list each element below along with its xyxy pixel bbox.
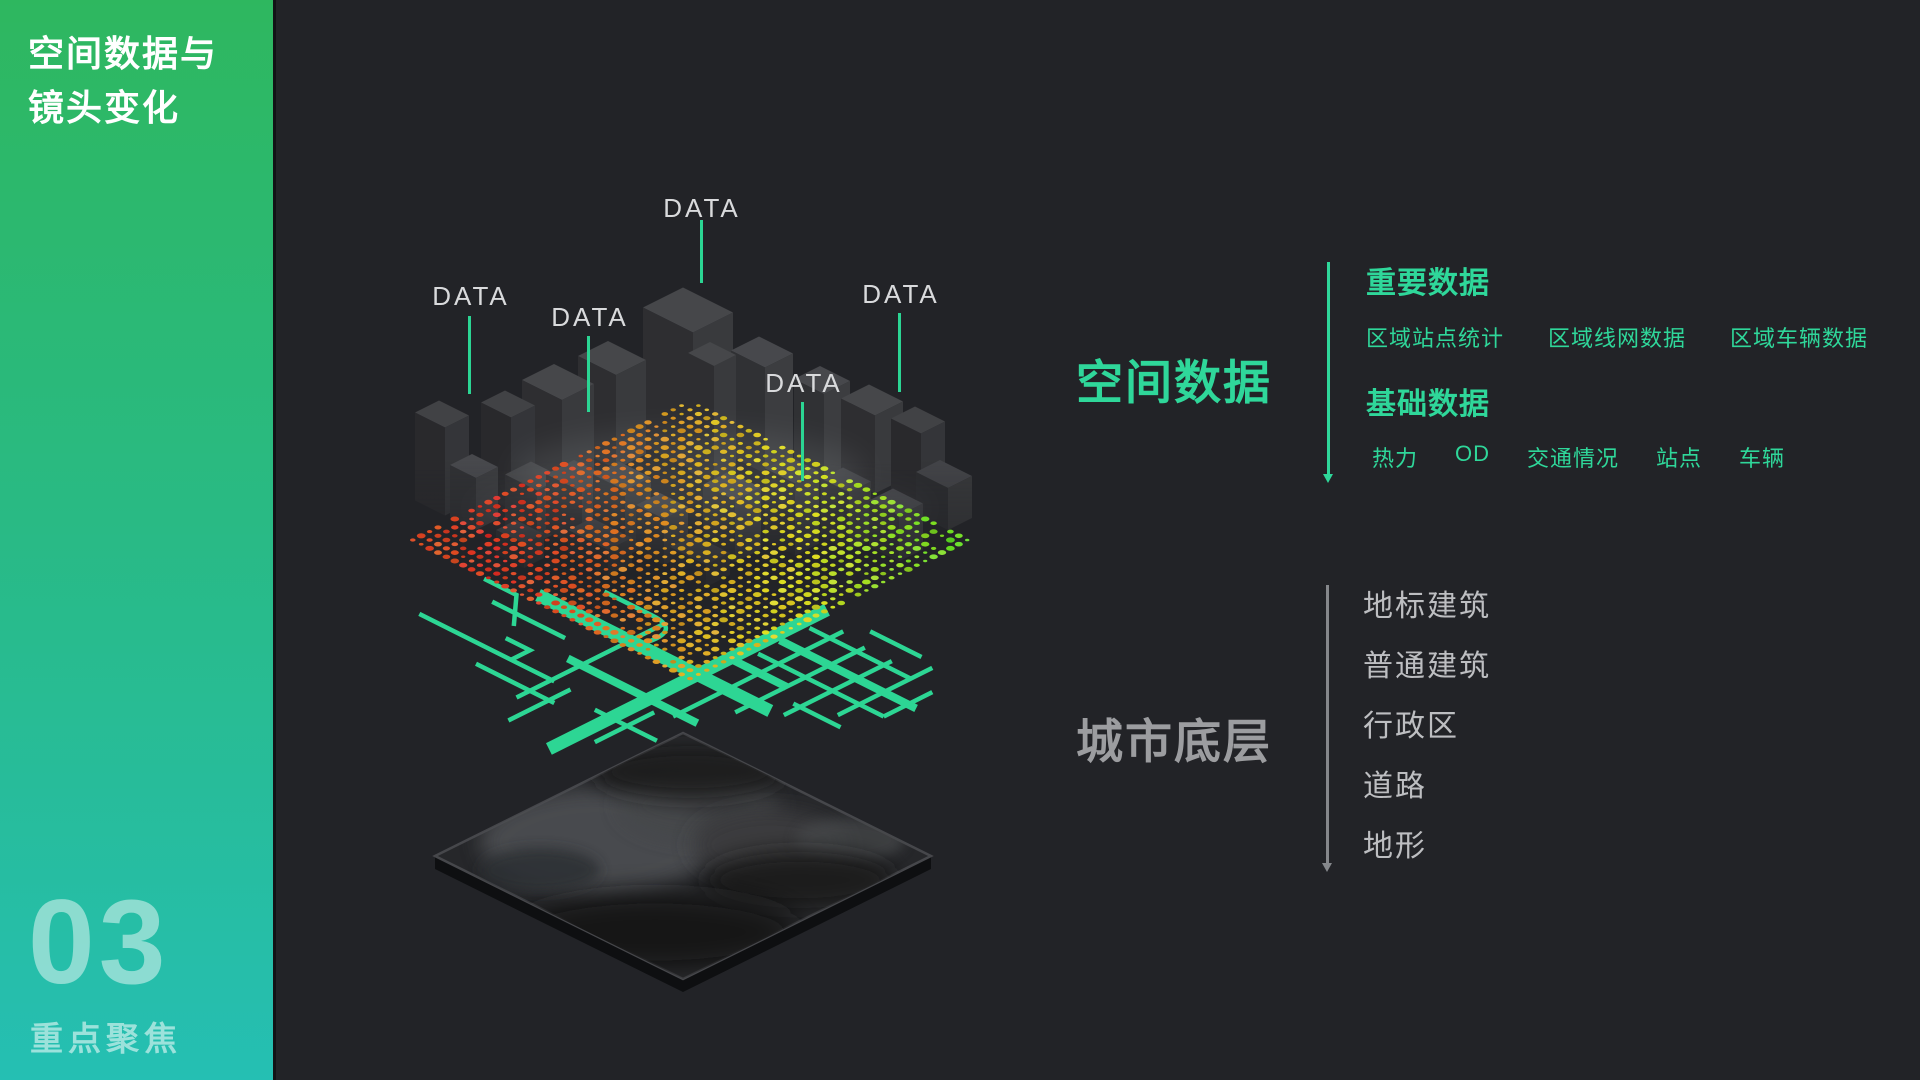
data-callout-label: DATA (862, 279, 940, 309)
city-base-item: 普通建筑 (1363, 650, 1491, 683)
section-number: 03 (28, 875, 170, 1009)
basic-item: 站点 (1656, 446, 1703, 471)
city-base-item: 道路 (1363, 770, 1427, 803)
heatmap-dots-layer (410, 404, 970, 681)
terrain-layer (432, 731, 934, 992)
slide-title-line2: 镜头变化 (28, 87, 181, 128)
data-callout-line (468, 316, 471, 394)
data-callout-line (898, 313, 901, 392)
basic-data-title: 基础数据 (1366, 388, 1490, 421)
basic-item: 车辆 (1739, 446, 1786, 471)
important-item: 区域线网数据 (1548, 326, 1687, 351)
city-base-arrow (1322, 585, 1332, 872)
slide-title: 空间数据与 镜头变化 (28, 27, 218, 135)
important-data-items: 区域站点统计 区域线网数据 区域车辆数据 (1366, 321, 1868, 353)
data-callout-label: DATA (765, 368, 843, 398)
data-callout-line (587, 336, 590, 412)
basic-item: 交通情况 (1527, 446, 1620, 471)
basic-item: 热力 (1372, 446, 1419, 471)
city-base-item: 地形 (1363, 830, 1427, 863)
city-base-heading: 城市底层 (1076, 715, 1272, 768)
data-callout-line (801, 402, 804, 481)
slide-title-line1: 空间数据与 (28, 33, 219, 74)
sidebar-divider (273, 0, 276, 1080)
important-item: 区域站点统计 (1366, 326, 1505, 351)
city-base-item: 行政区 (1363, 710, 1459, 743)
data-callout-label: DATA (432, 281, 510, 311)
basic-data-items: 热力 OD 交通情况 站点 车辆 (1372, 441, 1785, 473)
data-callout-label: DATA (551, 302, 629, 332)
important-data-title: 重要数据 (1366, 267, 1490, 300)
city-base-items: 地标建筑 普通建筑 行政区 道路 地形 (1363, 592, 1491, 862)
sidebar: 空间数据与 镜头变化 03 重点聚焦 (0, 0, 273, 1080)
data-callout-line (700, 220, 703, 283)
important-item: 区域车辆数据 (1730, 326, 1869, 351)
section-caption: 重点聚焦 (30, 1020, 182, 1057)
spatial-data-heading: 空间数据 (1076, 356, 1272, 409)
city-base-item: 地标建筑 (1363, 590, 1491, 623)
data-callout-label: DATA (663, 193, 741, 223)
spatial-data-arrow (1323, 262, 1333, 483)
basic-item: OD (1455, 441, 1491, 466)
road-network-layer (418, 576, 934, 755)
